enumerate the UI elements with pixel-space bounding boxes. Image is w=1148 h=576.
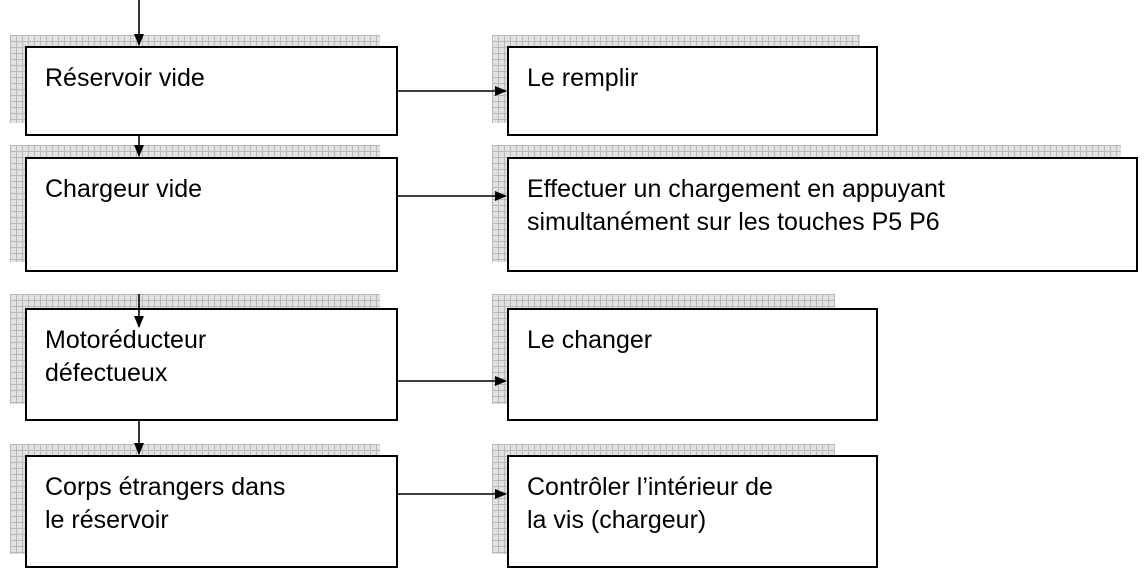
remedy-box-le-remplir: Le remplir (507, 46, 878, 136)
cause-box-chargeur-vide: Chargeur vide (25, 157, 398, 272)
cause-box-motoreducteur: Motoréducteur défectueux (25, 308, 398, 421)
remedy-box-controler-vis: Contrôler l’intérieur de la vis (chargeu… (507, 455, 878, 568)
remedy-box-le-changer: Le changer (507, 308, 878, 421)
cause-box-corps-etrangers: Corps étrangers dans le réservoir (25, 455, 398, 568)
remedy-box-effectuer-chargement: Effectuer un chargement en appuyant simu… (507, 157, 1138, 272)
cause-box-reservoir-vide: Réservoir vide (25, 46, 398, 136)
